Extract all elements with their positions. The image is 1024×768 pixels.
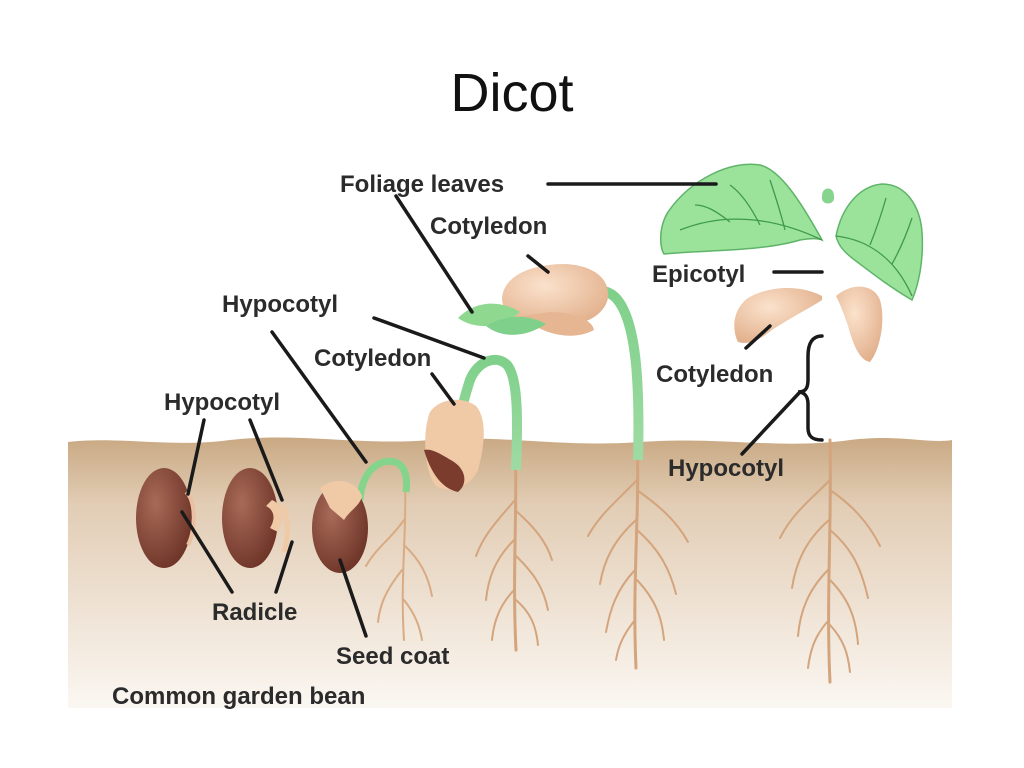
label-hypocotyl-mid: Hypocotyl — [222, 291, 338, 318]
label-radicle: Radicle — [212, 599, 297, 626]
label-foliage-leaves: Foliage leaves — [340, 171, 504, 198]
label-epicotyl: Epicotyl — [652, 261, 745, 288]
seed-stage-2 — [222, 468, 290, 568]
label-seed-coat: Seed coat — [336, 643, 449, 670]
label-cotyledon-mid: Cotyledon — [314, 345, 431, 372]
label-hypocotyl-left: Hypocotyl — [164, 389, 280, 416]
label-cotyledon-right: Cotyledon — [656, 361, 773, 388]
seed-stage-4 — [424, 354, 553, 652]
label-cotyledon-top: Cotyledon — [430, 213, 547, 240]
label-hypocotyl-right: Hypocotyl — [668, 455, 784, 482]
leader-lines — [180, 182, 824, 638]
seed-stage-5 — [458, 264, 689, 670]
soil — [68, 437, 952, 708]
slide-title: Dicot — [450, 63, 574, 123]
seed-stage-3 — [312, 457, 433, 641]
caption: Common garden bean — [112, 683, 365, 710]
seed-stage-6 — [660, 163, 924, 684]
